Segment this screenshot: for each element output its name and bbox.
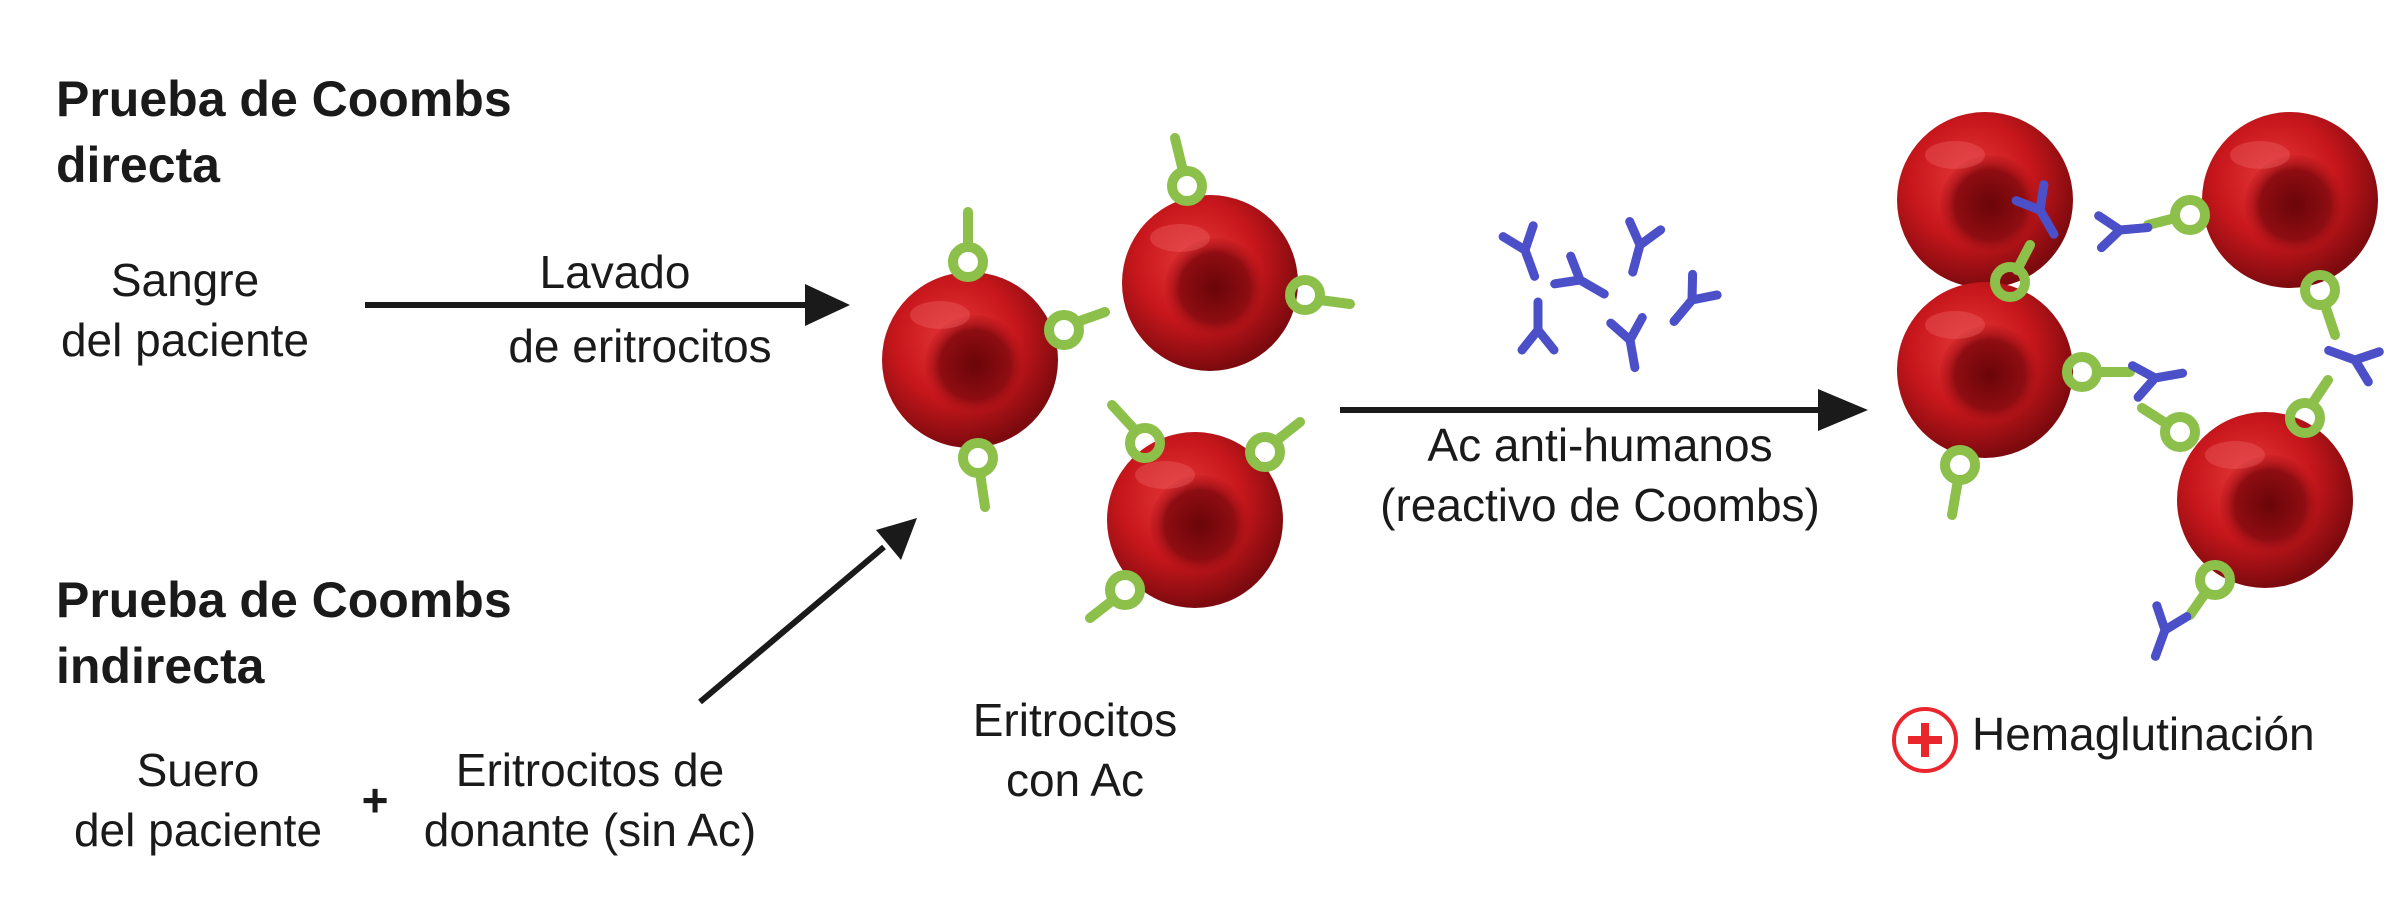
indirect-title-line1: Prueba de Coombs [56,572,512,628]
coombs-reagent-label: Ac anti-humanos (reactivo de Coombs) [1350,415,1850,535]
green-antibody-icon [1245,417,1305,472]
green-antibody-icon [1990,240,2035,302]
patient-blood-line1: Sangre [110,254,260,306]
patient-serum-line2: del paciente [73,804,323,856]
sensitized-cells-line1: Eritrocitos [972,694,1178,746]
donor-cells-line1: Eritrocitos de [455,744,725,796]
hemagglutination-label: Hemaglutinación [1972,708,2315,760]
wash-step-line1: Lavado [539,246,691,298]
blue-anti-human-antibody-icon [1517,297,1559,355]
red-blood-cell-icon [2177,412,2353,588]
red-blood-cell-icon [1122,195,1298,371]
donor-cells-label: Eritrocitos de donante (sin Ac) [410,740,770,860]
arrow-coombs-reagent [1340,389,1868,431]
agglutination-cluster [1897,112,2384,661]
sensitized-cells-line2: con Ac [1005,754,1145,806]
blue-anti-human-antibody-icon [1550,251,1609,299]
sensitized-cells-label: Eritrocitos con Ac [940,690,1210,810]
green-antibody-icon [1285,275,1355,315]
blue-anti-human-antibody-icon [2150,601,2192,661]
blue-anti-human-antibody-icon [2011,180,2059,239]
green-antibody-icon [1167,133,1207,206]
coombs-reagent-line1: Ac anti-humanos [1427,419,1773,471]
green-antibody-icon [1044,307,1110,350]
green-antibody-icon [2143,195,2210,235]
green-antibody-icon [958,438,998,512]
red-blood-cell-icon [882,272,1058,448]
blue-anti-human-antibody-icon [1606,313,1647,373]
blue-anti-human-antibody-icon [1498,221,1540,281]
plus-sign: + [361,774,389,826]
blue-anti-human-antibody-icon [2094,211,2153,253]
green-antibody-icon [1085,570,1145,623]
red-blood-cell-icon [1107,432,1283,608]
coombs-reagent-line2: (reactivo de Coombs) [1380,479,1820,531]
patient-serum-line1: Suero [136,744,260,796]
blue-anti-human-antibody-icon [2128,361,2188,402]
green-antibody-icon [2062,352,2135,392]
green-antibody-icon [1940,445,1980,520]
direct-title-line2: directa [56,137,220,193]
arrow-lavado [365,284,850,326]
red-blood-cell-icon [2202,112,2378,288]
indirect-test-title: Prueba de Coombs indirecta [56,567,512,699]
direct-title-line1: Prueba de Coombs [56,71,512,127]
green-antibody-icon [2185,560,2235,620]
direct-test-title: Prueba de Coombs directa [56,66,512,198]
green-antibody-icon [948,207,988,282]
patient-serum-label: Suero del paciente [48,740,348,860]
wash-step-line2: de eritrocitos [508,320,772,372]
green-antibody-icon [2137,403,2200,452]
red-blood-cell-icon [1897,112,2073,288]
patient-blood-line2: del paciente [60,314,310,366]
indirect-title-line2: indirecta [56,638,265,694]
green-antibody-icon [2300,270,2340,340]
patient-blood-label: Sangre del paciente [60,250,310,370]
red-blood-cell-icon [1897,282,2073,458]
green-antibody-icon [2285,375,2333,438]
coombs-reagent-cluster [1498,217,1722,373]
donor-cells-line2: donante (sin Ac) [423,804,757,856]
blue-anti-human-antibody-icon [1625,217,1666,277]
middle-cell-cluster [882,133,1355,623]
blue-anti-human-antibody-icon [1669,269,1722,326]
blue-anti-human-antibody-icon [2324,345,2384,387]
green-antibody-icon [1107,400,1165,463]
arrow-indirect [698,518,917,705]
plus-circle-icon [1892,707,1958,773]
